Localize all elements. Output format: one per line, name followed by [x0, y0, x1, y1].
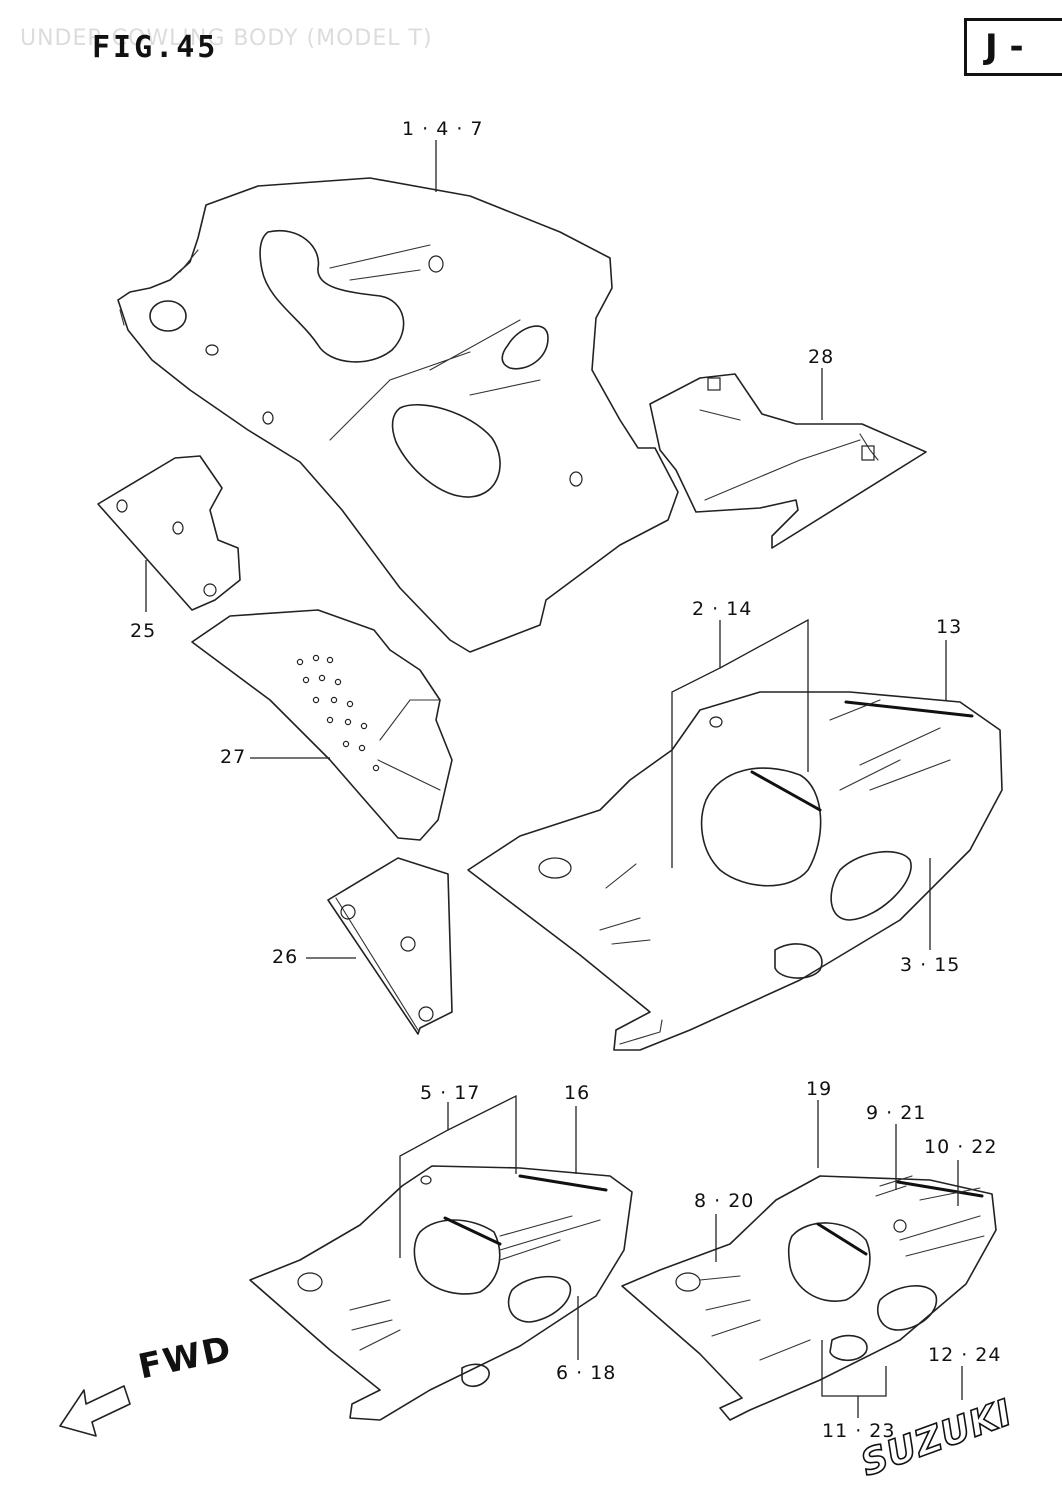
- callout-part-12: 12 · 24: [928, 1344, 1002, 1366]
- callout-part-25: 25: [130, 620, 157, 642]
- under-cowling-main-body: [117, 177, 679, 653]
- callout-part-11: 11 · 23: [822, 1420, 896, 1442]
- callout-part-13: 13: [936, 616, 963, 638]
- leader-lines: [145, 140, 963, 1418]
- figure-caption: UNDER COWLING BODY (MODEL T): [20, 26, 433, 51]
- figure-title: FIG.45: [92, 30, 219, 65]
- callout-part-27: 27: [220, 746, 247, 768]
- callout-part-1: 1 · 4 · 7: [402, 118, 484, 140]
- section-tag-label: J -: [985, 27, 1024, 67]
- forward-arrow: [59, 1385, 131, 1437]
- part-28-panel: [649, 373, 927, 549]
- callout-part-2: 2 · 14: [692, 598, 753, 620]
- lower-cowl-right-assembly: [467, 691, 1003, 1051]
- callout-part-3: 3 · 15: [900, 954, 961, 976]
- callout-part-28: 28: [808, 346, 835, 368]
- part-27-inner-panel: [191, 609, 453, 841]
- callout-part-16: 16: [564, 1082, 591, 1104]
- callout-part-10: 10 · 22: [924, 1136, 998, 1158]
- callout-part-9: 9 · 21: [866, 1102, 927, 1124]
- perforation-holes: [296, 654, 380, 772]
- callout-part-26: 26: [272, 946, 299, 968]
- callout-part-6: 6 · 18: [556, 1362, 617, 1384]
- callout-part-5: 5 · 17: [420, 1082, 481, 1104]
- lower-cowl-decal-assembly: [621, 1175, 997, 1421]
- callout-part-8: 8 · 20: [694, 1190, 755, 1212]
- section-tag: J -: [964, 18, 1062, 76]
- part-26-plate: [327, 857, 453, 1035]
- callout-part-19: 19: [806, 1078, 833, 1100]
- part-25-bracket: [97, 455, 241, 611]
- lower-cowl-left-assembly: [249, 1165, 633, 1421]
